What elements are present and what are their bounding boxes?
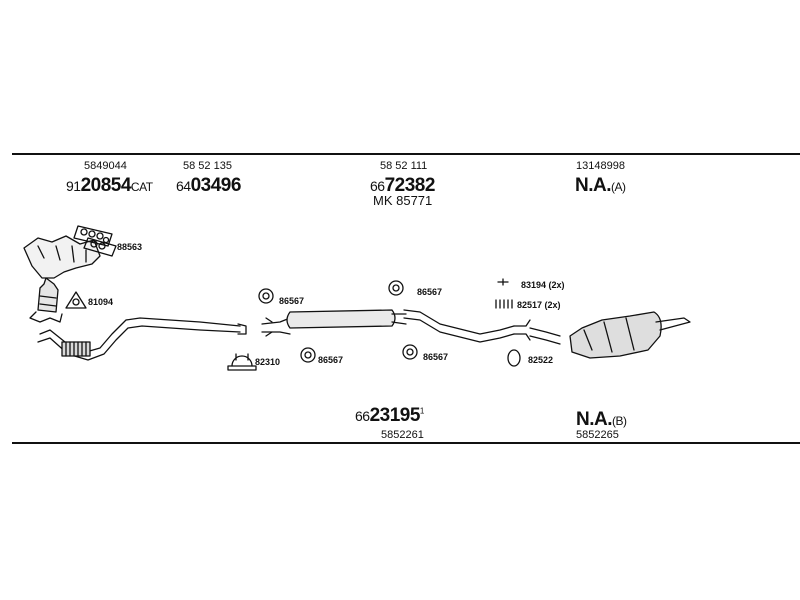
rubber-ring-c — [388, 280, 404, 296]
label-clamp-mid: 82310 — [255, 357, 281, 367]
bottom-suffix-2: (B) — [612, 414, 627, 428]
part-suffix-1: CAT — [130, 180, 153, 194]
part-suffix-4: (A) — [611, 180, 626, 194]
label-ring-a: 86567 — [279, 296, 305, 306]
label-gasket-triangle: 81094 — [88, 297, 114, 307]
part-prefix-1: 91 — [66, 178, 81, 194]
part-number-2: 6403496 — [176, 176, 241, 195]
rubber-ring-rear — [507, 349, 521, 367]
bottom-main-1: 23195 — [369, 405, 421, 426]
manifold-catalyst-part — [23, 235, 101, 323]
bottom-rule — [12, 442, 800, 444]
bottom-prefix-1: 66 — [355, 408, 370, 424]
label-gasket-manifold: 88563 — [117, 242, 143, 252]
part-number-3: 6672382 — [370, 176, 435, 195]
front-pipe-part — [37, 317, 247, 361]
part-main-2: 03496 — [190, 175, 242, 196]
bottom-ref-2: 5852265 — [576, 429, 619, 441]
bottom-ref-1: 5852261 — [381, 429, 424, 441]
intermediate-pipe-part — [403, 309, 515, 343]
ref-number-1: 5849044 — [84, 160, 127, 172]
label-ring-b: 86567 — [318, 355, 344, 365]
part-number-4: N.A.(A) — [575, 176, 626, 195]
ref-number-4: 13148998 — [576, 160, 625, 172]
part-main-4: N.A. — [575, 175, 612, 196]
top-rule — [12, 153, 800, 155]
label-ring-c: 86567 — [417, 287, 443, 297]
rubber-ring-d — [402, 344, 418, 360]
bottom-suffix-1: 1 — [419, 406, 424, 416]
middle-silencer-part — [261, 309, 407, 337]
label-bracket-b: 82517 (2x) — [517, 300, 561, 310]
rear-connector-part — [513, 319, 561, 345]
triangle-gasket-part — [65, 291, 87, 309]
bottom-part-number-1: 66231951 — [355, 406, 424, 425]
mk-number: MK 85771 — [373, 193, 433, 208]
manifold-gasket-part — [73, 225, 117, 257]
part-prefix-2: 64 — [176, 178, 191, 194]
rubber-ring-a — [258, 288, 274, 304]
ref-number-3: 58 52 111 — [380, 160, 428, 172]
ref-number-2: 58 52 135 — [183, 160, 232, 172]
part-main-3: 72382 — [384, 175, 436, 196]
bracket-b-part — [495, 299, 513, 309]
label-ring-rear: 82522 — [528, 355, 554, 365]
rear-silencer-part — [569, 311, 691, 359]
bottom-part-number-2: N.A.(B) — [576, 410, 627, 429]
part-prefix-3: 66 — [370, 178, 385, 194]
part-main-1: 20854 — [80, 175, 132, 196]
part-number-1: 9120854CAT — [66, 176, 153, 195]
clamp-part — [227, 353, 257, 371]
label-bracket-a: 83194 (2x) — [521, 280, 565, 290]
bracket-a-part — [497, 278, 509, 286]
bottom-main-2: N.A. — [576, 409, 613, 430]
label-ring-d: 86567 — [423, 352, 449, 362]
rubber-ring-b — [300, 347, 316, 363]
